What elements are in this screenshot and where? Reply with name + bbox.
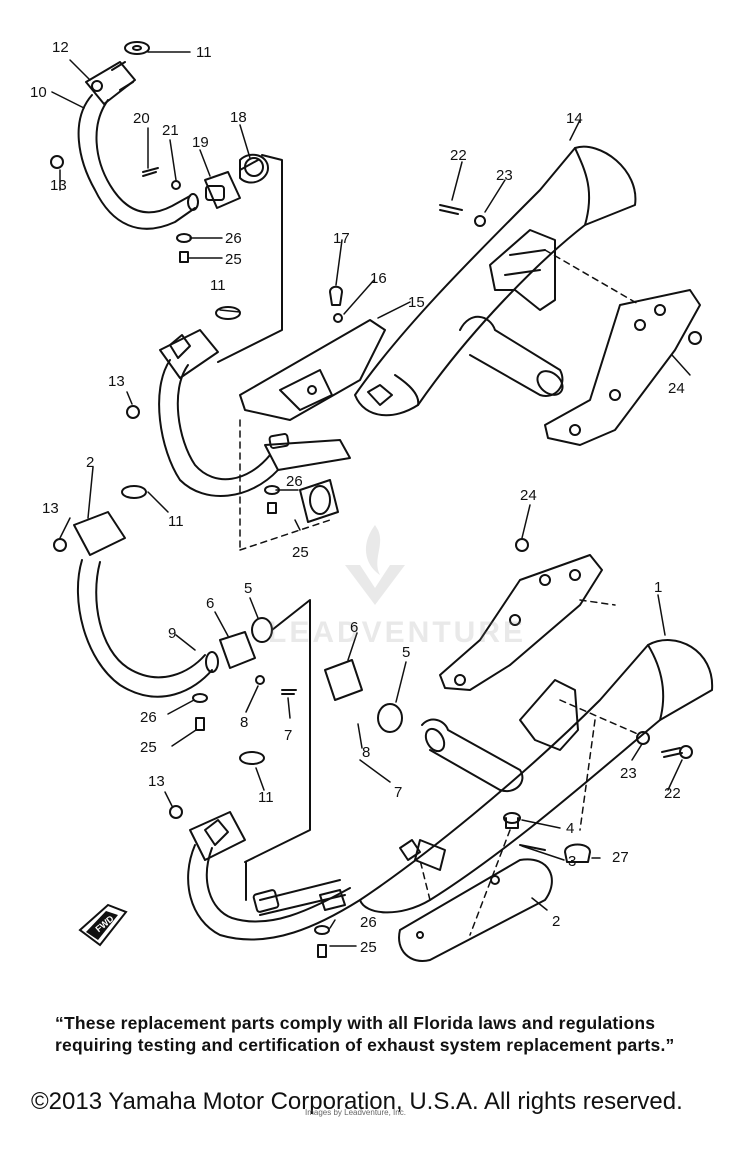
callout-25: 25 <box>360 939 377 956</box>
callout-23: 23 <box>496 167 513 184</box>
callout-26: 26 <box>286 473 303 490</box>
callout-17: 17 <box>333 230 350 247</box>
callout-26: 26 <box>140 709 157 726</box>
exhaust-pipe-lower <box>169 751 361 958</box>
callout-11: 11 <box>210 277 226 294</box>
callout-1: 1 <box>654 579 662 596</box>
callout-23: 23 <box>620 765 637 782</box>
callout-2: 2 <box>552 913 560 930</box>
exhaust-pipe-lower-left <box>53 485 297 731</box>
callout-7: 7 <box>394 784 402 801</box>
exhaust-pipe-middle <box>126 306 351 523</box>
callout-26: 26 <box>360 914 377 931</box>
fwd-arrow: FWD <box>78 903 128 947</box>
joint-clamp-upper <box>142 153 269 263</box>
callout-12: 12 <box>52 39 69 56</box>
florida-compliance-notice: “These replacement parts comply with all… <box>55 1013 675 1055</box>
guide-lines-lower <box>244 599 311 901</box>
callout-10: 10 <box>30 84 47 101</box>
watermark-small-text: Images by Leadventure, Inc. <box>305 1108 406 1117</box>
callout-14: 14 <box>566 110 583 127</box>
callout-9: 9 <box>168 625 176 642</box>
callout-6: 6 <box>206 595 214 612</box>
callout-11: 11 <box>258 789 274 806</box>
guide-lines-upper <box>217 154 283 363</box>
callout-22: 22 <box>664 785 681 802</box>
dashed-guides-upper <box>239 249 641 551</box>
callout-15: 15 <box>408 294 425 311</box>
callout-16: 16 <box>370 270 387 287</box>
callout-8: 8 <box>362 744 370 761</box>
callout-13: 13 <box>50 177 67 194</box>
callout-13: 13 <box>42 500 59 517</box>
callout-5: 5 <box>244 580 252 597</box>
callout-3: 3 <box>568 853 576 870</box>
copyright-line: ©2013 Yamaha Motor Corporation, U.S.A. A… <box>31 1088 683 1115</box>
callout-8: 8 <box>240 714 248 731</box>
exhaust-pipe-upper-left <box>50 41 199 230</box>
callout-21: 21 <box>162 122 179 139</box>
leadventure-watermark: LEADVENTURE <box>268 525 526 649</box>
callout-25: 25 <box>140 739 157 756</box>
heat-shield-15 <box>239 319 386 421</box>
callout-4: 4 <box>566 820 574 837</box>
callout-13: 13 <box>108 373 125 390</box>
callout-24: 24 <box>668 380 685 397</box>
callout-6: 6 <box>350 619 358 636</box>
callout-18: 18 <box>230 109 247 126</box>
callout-11: 11 <box>196 44 212 61</box>
callout-5: 5 <box>402 644 410 661</box>
callout-26: 26 <box>225 230 242 247</box>
muffler-upper <box>239 145 702 446</box>
callout-7: 7 <box>284 727 292 744</box>
muffler-lower <box>324 538 714 962</box>
callout-11: 11 <box>168 513 184 530</box>
watermark-text: LEADVENTURE <box>268 616 526 649</box>
callout-25: 25 <box>292 544 309 561</box>
dashed-guides-lower <box>419 599 641 936</box>
callout-19: 19 <box>192 134 209 151</box>
callout-20: 20 <box>133 110 150 127</box>
leader-lines <box>51 51 691 947</box>
callout-13: 13 <box>148 773 165 790</box>
callout-27: 27 <box>612 849 629 866</box>
diagram-canvas: FWD LEADVENTURE 111210202119181422231326… <box>30 39 714 962</box>
callout-25: 25 <box>225 251 242 268</box>
callout-2: 2 <box>86 454 94 471</box>
callout-22: 22 <box>450 147 467 164</box>
callout-24: 24 <box>520 487 537 504</box>
